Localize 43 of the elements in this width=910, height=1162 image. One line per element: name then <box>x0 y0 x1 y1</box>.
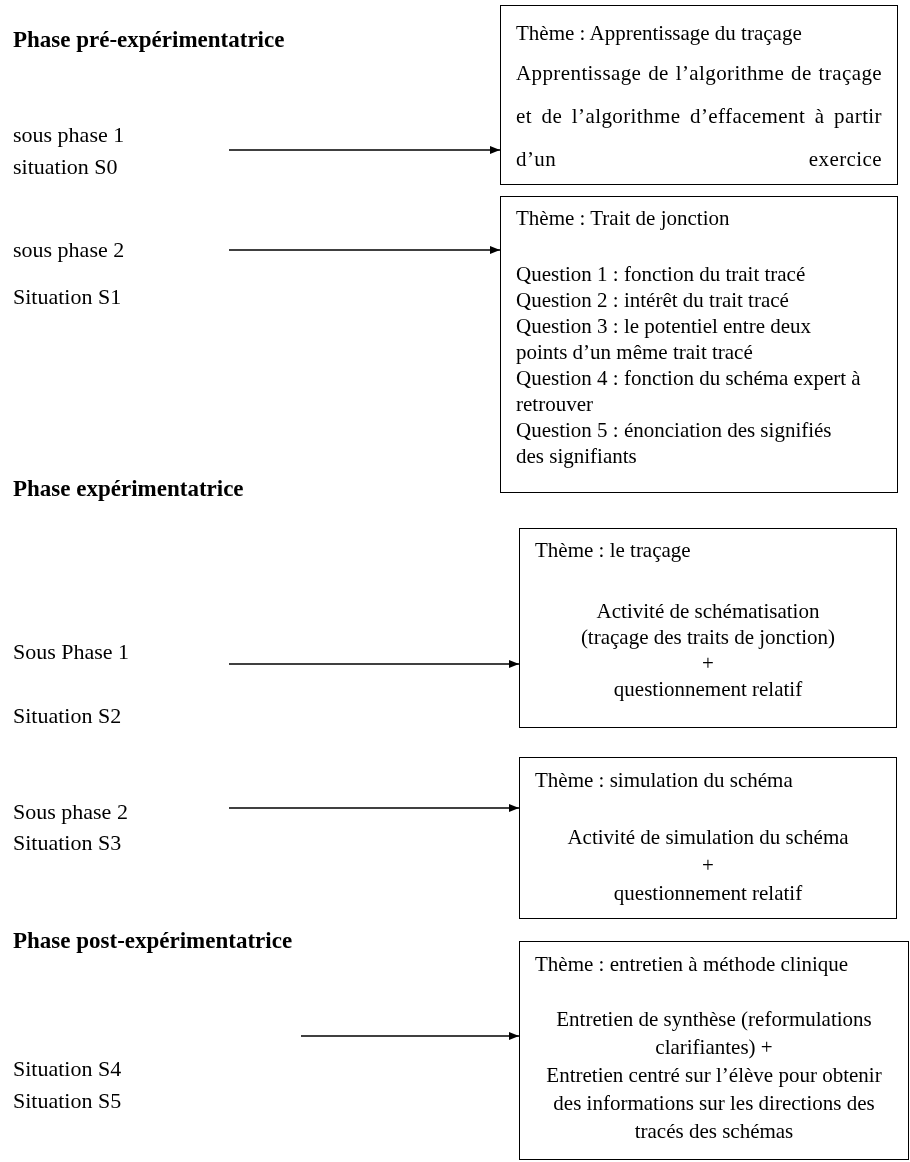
theme-heading: Thème : simulation du schéma <box>535 767 794 794</box>
situation-label: Situation S1 <box>13 284 122 310</box>
theme-text: + <box>701 852 715 879</box>
situation-label: Situation S2 <box>13 703 122 729</box>
theme-box <box>519 528 897 728</box>
situation-label: sous phase 1 <box>13 122 125 148</box>
situation-label: Situation S5 <box>13 1088 122 1114</box>
theme-heading: Thème : le traçage <box>535 537 692 563</box>
theme-heading: Thème : entretien à méthode clinique <box>535 951 850 978</box>
arrow <box>228 246 501 254</box>
phase-heading: Phase pré-expérimentatrice <box>13 26 285 54</box>
theme-text: Activité de schématisation <box>595 598 821 624</box>
theme-text: Question 5 : énonciation des signifiés des signifiants <box>516 417 833 469</box>
theme-box <box>519 757 897 919</box>
theme-text: Activité de simulation du schéma <box>566 824 850 851</box>
theme-text: + <box>701 650 715 676</box>
theme-text: questionnement relatif <box>612 880 804 907</box>
theme-text: Question 1 : fonction du trait tracé <box>516 261 807 287</box>
situation-label: Situation S3 <box>13 830 122 856</box>
theme-text: (traçage des traits de jonction) <box>579 624 837 650</box>
theme-text: Question 4 : fonction du schéma expert à retrouver <box>516 365 861 417</box>
arrow <box>228 660 520 668</box>
theme-text: Entretien centré sur l’élève pour obtenir des informations sur les directions des tracés des schémas <box>545 1062 883 1145</box>
theme-text: Question 2 : intérêt du trait tracé <box>516 287 790 313</box>
theme-text: Apprentissage de l’algorithme de traçage et de l’algorithme d’effacement à partir d’un exercice <box>516 60 882 173</box>
theme-text: Question 3 : le potentiel entre deux points d’un même trait tracé <box>516 313 813 365</box>
theme-text: Entretien de synthèse (reformulations clarifiantes) + <box>555 1006 873 1061</box>
theme-box <box>500 196 898 493</box>
theme-box <box>519 941 909 1160</box>
situation-label: Sous phase 2 <box>13 799 128 825</box>
arrow <box>228 146 501 154</box>
situation-label: Situation S4 <box>13 1056 122 1082</box>
theme-heading: Thème : Trait de jonction <box>516 205 731 231</box>
theme-box <box>500 5 898 185</box>
phase-heading: Phase post-expérimentatrice <box>13 927 293 955</box>
arrow <box>300 1032 520 1040</box>
situation-label: sous phase 2 <box>13 237 125 263</box>
situation-label: Sous Phase 1 <box>13 639 130 665</box>
situation-label: situation S0 <box>13 154 118 180</box>
arrow <box>228 804 520 812</box>
phase-heading: Phase expérimentatrice <box>13 475 244 503</box>
theme-text: questionnement relatif <box>612 676 804 702</box>
theme-heading: Thème : Apprentissage du traçage <box>516 20 803 47</box>
